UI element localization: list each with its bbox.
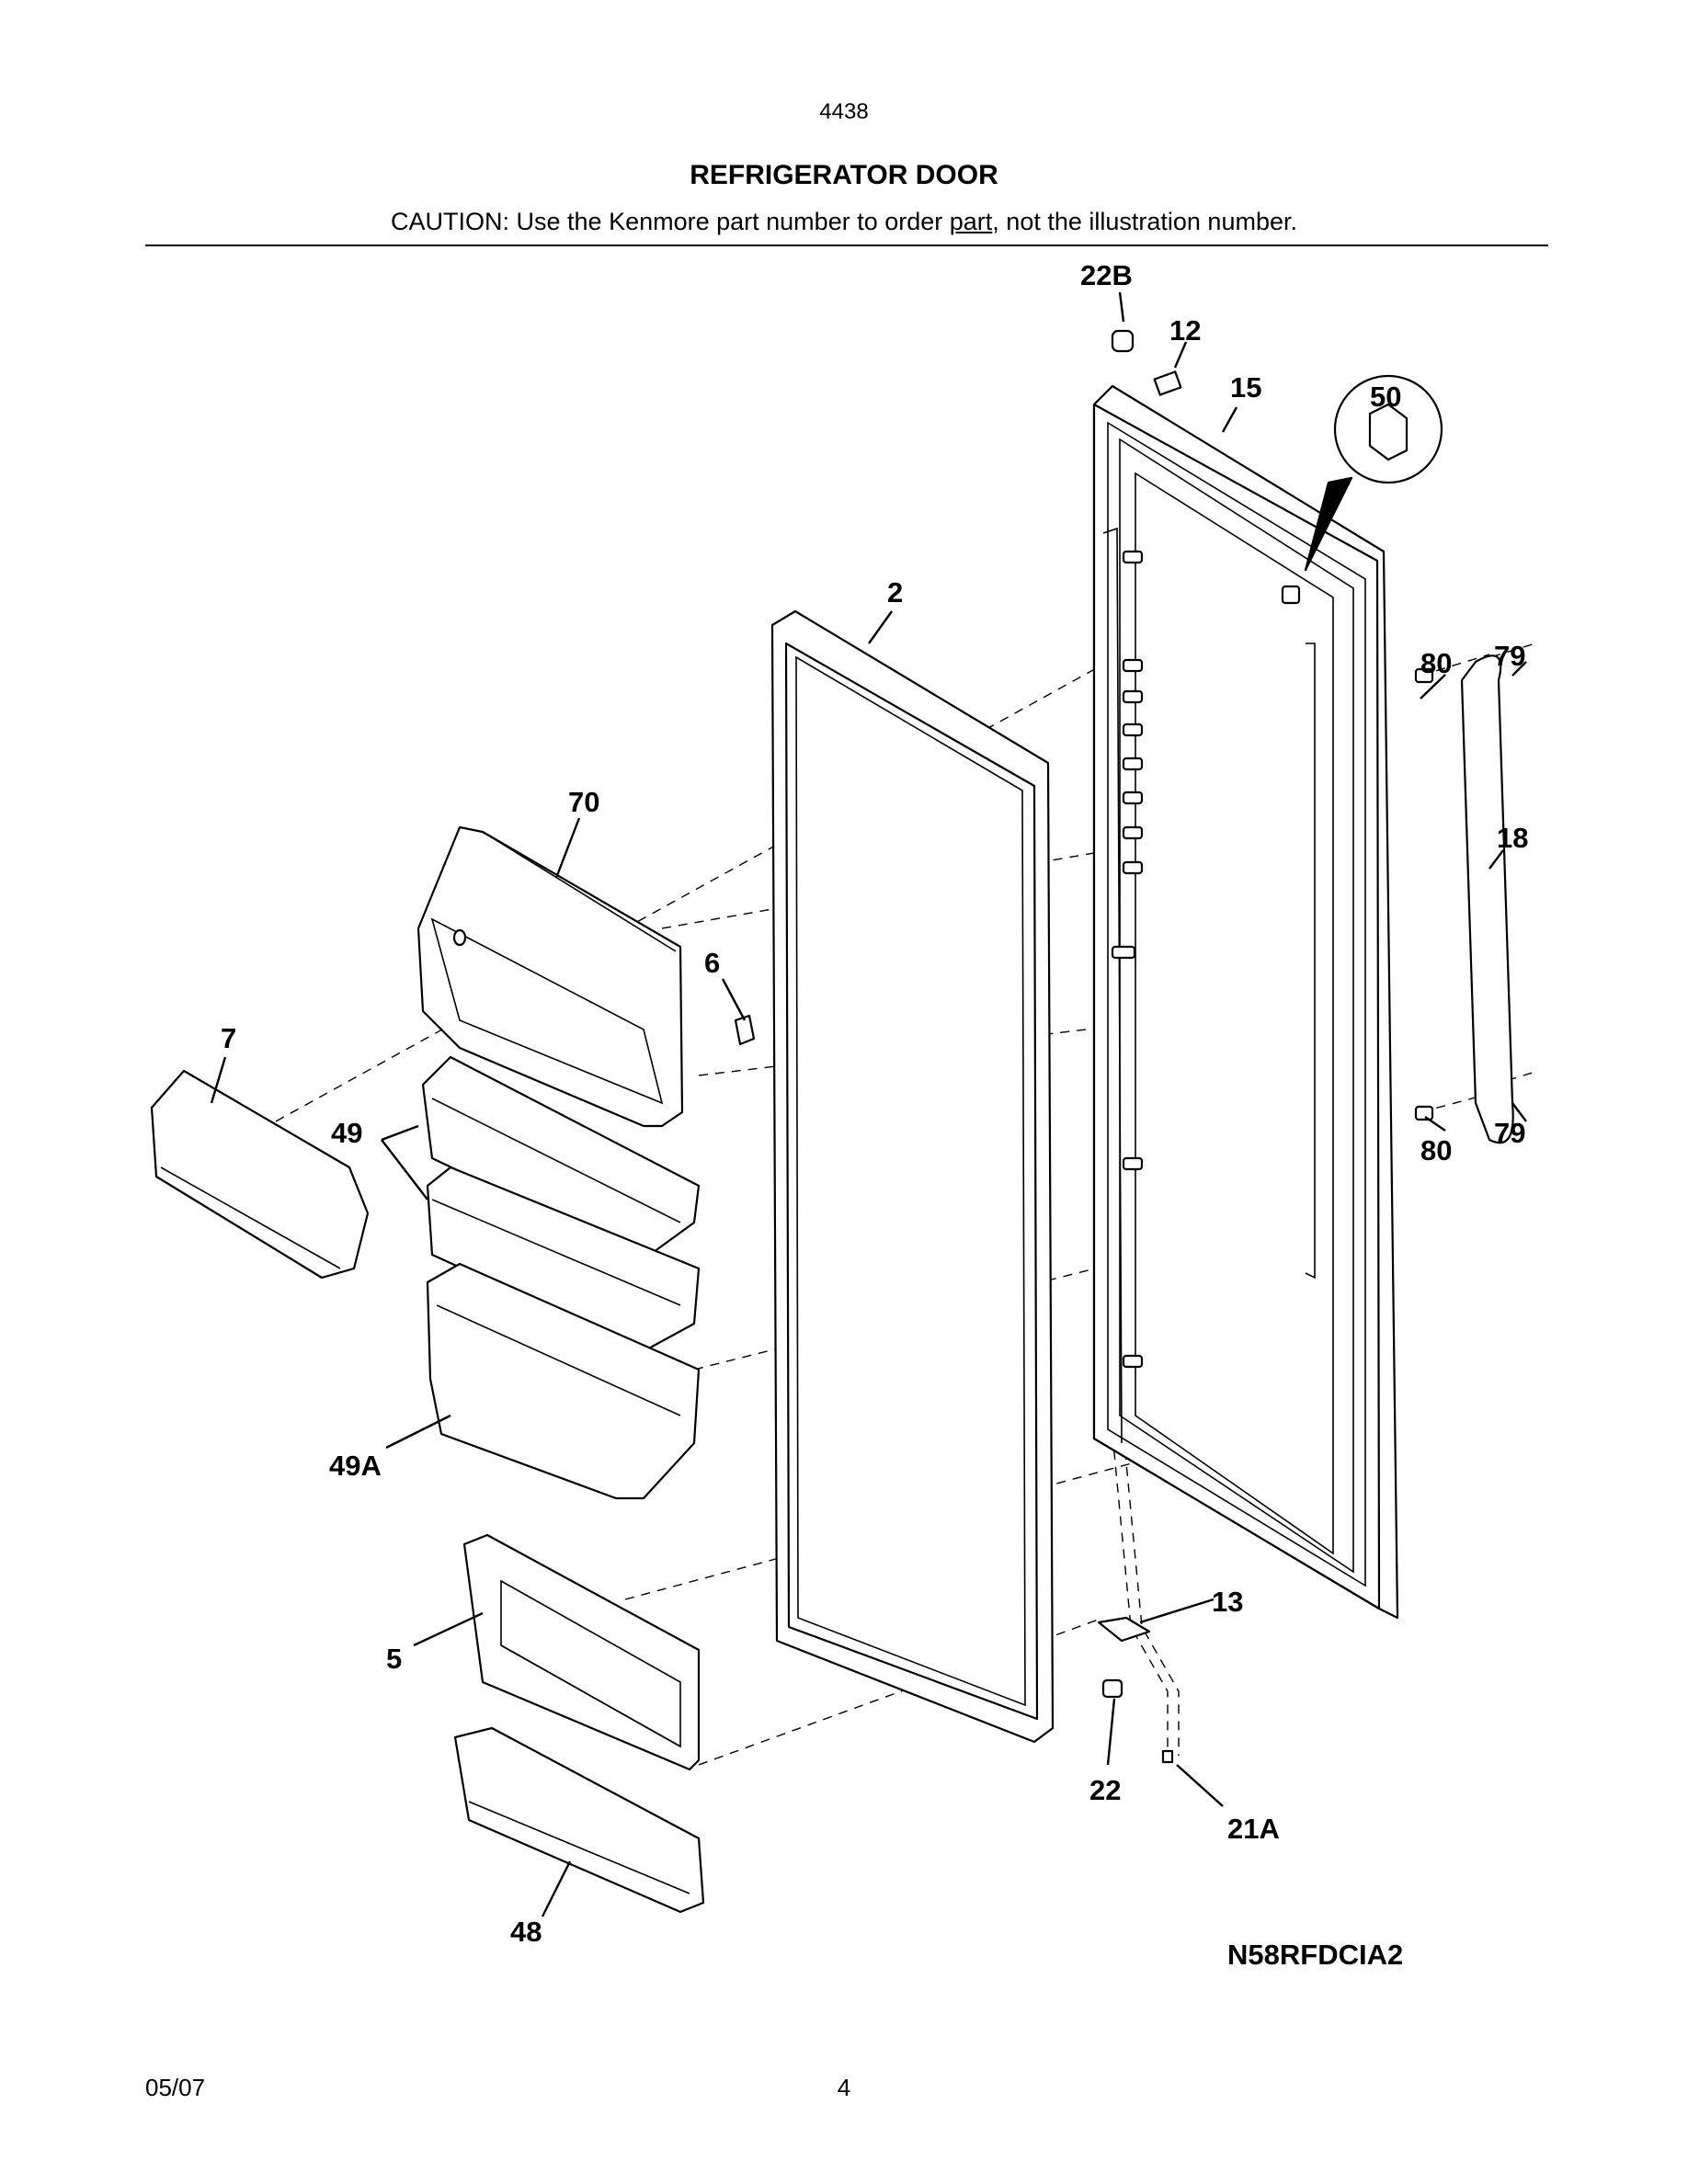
callout-12: 12	[1169, 314, 1201, 347]
callout-13: 13	[1212, 1586, 1243, 1618]
callout-5: 5	[386, 1643, 402, 1675]
hinge-bracket-detail	[1304, 374, 1443, 572]
page-title: REFRIGERATOR DOOR	[690, 160, 998, 190]
callout-21A: 21A	[1227, 1813, 1280, 1845]
caution-underlined-word: part	[949, 208, 993, 235]
pivot-clip	[734, 1014, 756, 1046]
caution-text-end: , not the illustration number.	[992, 208, 1297, 235]
callout-22B: 22B	[1080, 259, 1133, 291]
door-handle	[1460, 654, 1514, 1144]
callout-labels: 22B 12 15 50 2 80 79 18 70 6 7 49 49A 80…	[221, 259, 1528, 1971]
caution-note: CAUTION: Use the Kenmore part number to …	[0, 208, 1688, 236]
door-outer-shell	[1092, 384, 1399, 1620]
small-hardware	[1097, 329, 1434, 1764]
door-shelf-studs	[1111, 550, 1144, 1369]
callout-49: 49	[331, 1117, 362, 1149]
callout-leaders	[210, 291, 1527, 1917]
model-code: N58RFDCIA2	[1227, 1939, 1403, 1971]
callout-2: 2	[887, 576, 903, 609]
callout-7: 7	[221, 1022, 236, 1054]
footer-date: 05/07	[145, 2074, 206, 2101]
callout-48: 48	[510, 1916, 542, 1948]
can-rack	[462, 1533, 701, 1771]
callout-50: 50	[1370, 381, 1401, 413]
callout-22: 22	[1089, 1774, 1121, 1806]
callout-80-top: 80	[1420, 647, 1452, 679]
door-gasket	[770, 609, 1055, 1744]
callout-79-bottom: 79	[1494, 1117, 1525, 1149]
document-number: 4438	[819, 99, 869, 124]
callout-70: 70	[568, 786, 599, 818]
footer-page-number: 4	[837, 2074, 851, 2101]
door-bins-small	[421, 1055, 701, 1353]
dairy-door	[150, 1069, 370, 1280]
callout-15: 15	[1230, 371, 1261, 404]
callout-79-top: 79	[1494, 640, 1525, 672]
callout-18: 18	[1497, 822, 1528, 854]
caution-text-start: CAUTION: Use the Kenmore part number to …	[391, 208, 950, 235]
callout-80-bottom: 80	[1420, 1134, 1452, 1166]
header-rule	[145, 245, 1548, 246]
dairy-compartment	[416, 825, 684, 1128]
lower-door-bin	[453, 1726, 705, 1914]
callout-6: 6	[704, 947, 720, 979]
callout-49A: 49A	[329, 1450, 382, 1482]
door-bin-large	[426, 1262, 701, 1500]
